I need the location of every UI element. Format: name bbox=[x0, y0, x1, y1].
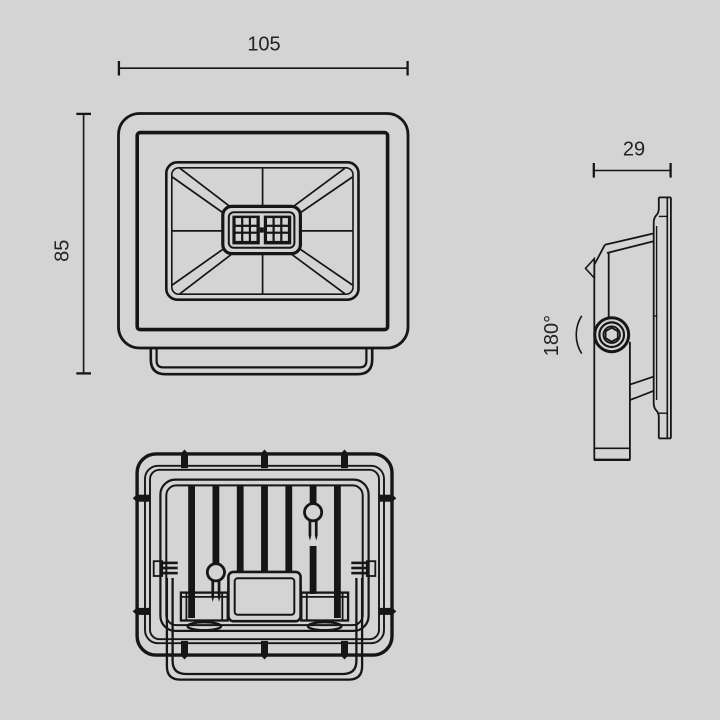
back-pivot-clamps bbox=[152, 560, 377, 577]
front-housing bbox=[117, 112, 410, 350]
back-bracket-hoop bbox=[165, 578, 364, 681]
side-lock-tab bbox=[584, 256, 596, 281]
back-cooling-ribs bbox=[188, 486, 341, 618]
back-housing bbox=[159, 478, 370, 633]
mounting-hole-lower bbox=[205, 562, 226, 583]
side-view: 29 bbox=[541, 138, 672, 461]
back-keyhole-slots bbox=[205, 502, 324, 602]
side-rotation-annotation: 180° bbox=[541, 315, 583, 356]
side-depth-label: 29 bbox=[623, 138, 645, 160]
front-height-dimension: 85 bbox=[52, 112, 91, 375]
rotation-arc bbox=[575, 315, 583, 355]
front-width-dimension: 105 bbox=[117, 34, 409, 76]
back-junction-box bbox=[227, 570, 302, 623]
front-height-label: 85 bbox=[52, 240, 74, 262]
front-view: 105 85 bbox=[52, 34, 410, 376]
side-hinge bbox=[593, 316, 631, 354]
back-view bbox=[132, 449, 397, 681]
front-led-module bbox=[221, 204, 303, 256]
hinge-hex-bolt bbox=[604, 326, 619, 343]
front-width-label: 105 bbox=[247, 34, 280, 56]
back-bracket-frame bbox=[132, 449, 397, 660]
rotation-angle-label: 180° bbox=[541, 315, 563, 356]
front-mounting-bracket bbox=[149, 347, 374, 376]
frame-connector-bars bbox=[132, 449, 397, 660]
front-reflector bbox=[165, 161, 360, 301]
side-depth-dimension: 29 bbox=[592, 138, 672, 178]
foot-pad-left bbox=[186, 621, 223, 632]
mounting-hole-upper bbox=[303, 502, 324, 523]
side-lamp-profile bbox=[652, 196, 672, 440]
side-bracket-arm bbox=[584, 232, 655, 461]
foot-pad-right bbox=[306, 621, 343, 632]
